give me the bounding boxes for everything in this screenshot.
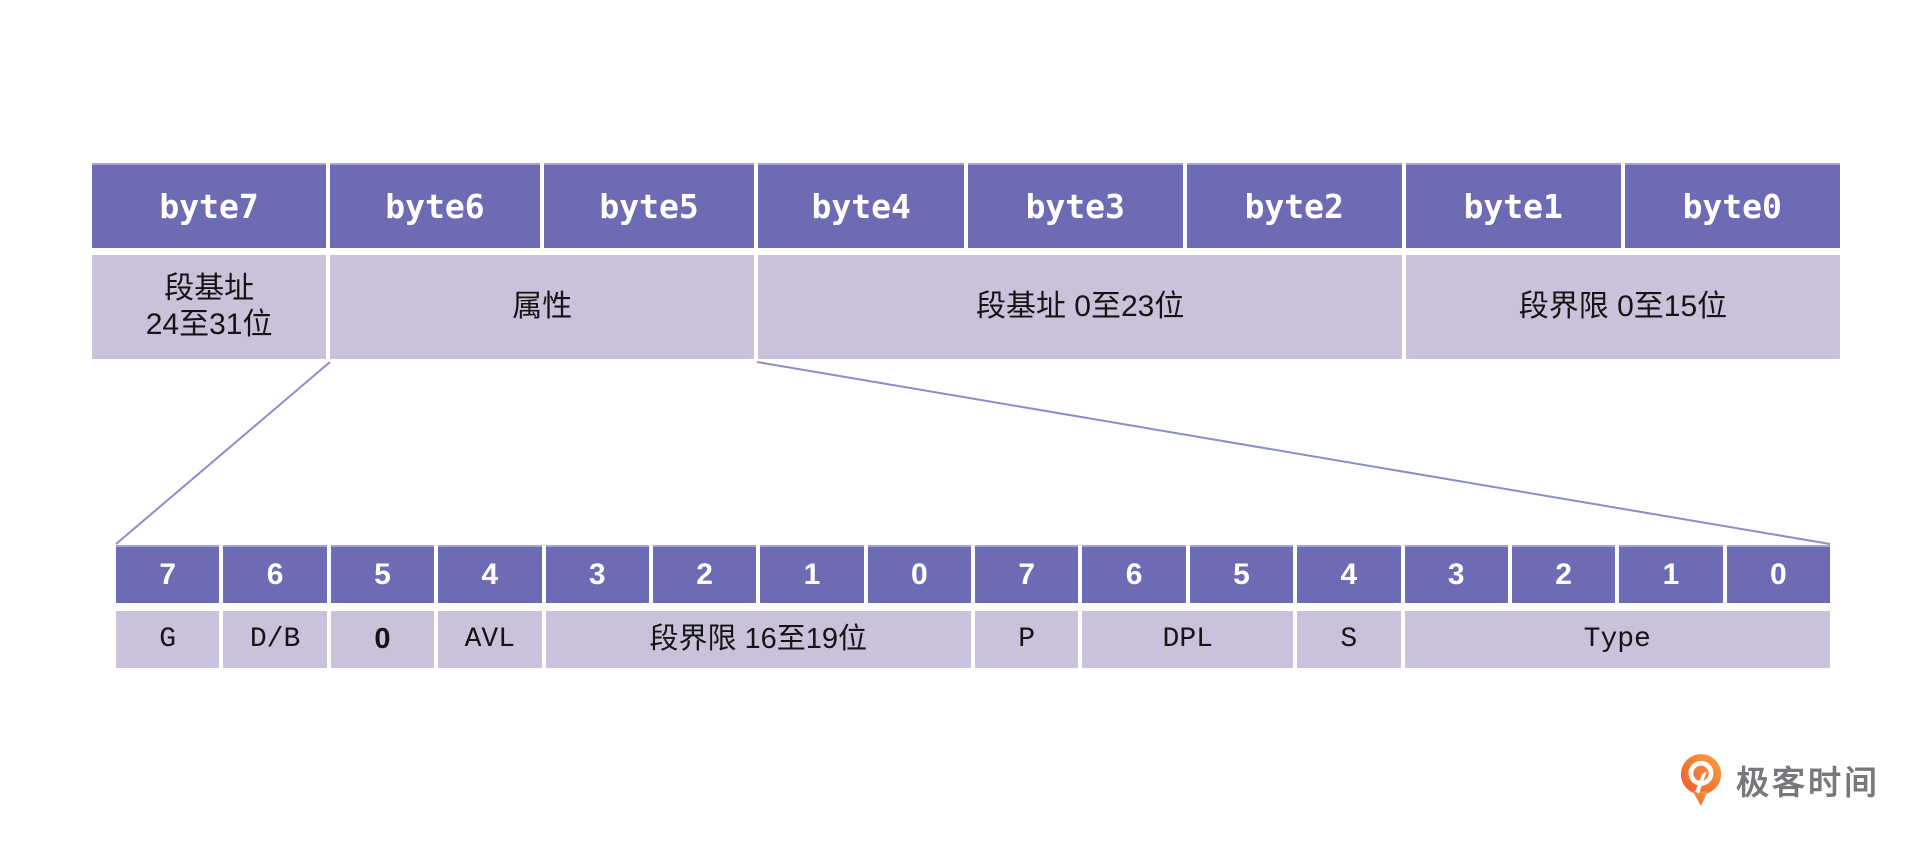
connector-line-right	[756, 361, 1831, 545]
geektime-logo-icon	[1680, 754, 1722, 806]
byte-header-1: byte1	[1405, 163, 1621, 248]
attribute-bit-table: 7 6 5 4 3 2 1 0 7 6 5 4 3 2 1 0 G D/B 0 …	[116, 545, 1830, 668]
geektime-logo: 极客时间	[1678, 752, 1880, 808]
bit-header: 3	[545, 545, 649, 603]
connector-line-left	[115, 361, 331, 545]
byte-header-4: byte4	[758, 163, 964, 248]
bit-header: 5	[330, 545, 435, 603]
byte-header-6: byte6	[330, 163, 540, 248]
byte-header-7: byte7	[92, 163, 327, 248]
byte-table: byte7 byte6 byte5 byte4 byte3 byte2 byte…	[92, 163, 1840, 359]
bit-header: 6	[1082, 545, 1186, 603]
bit-header: 0	[867, 545, 971, 603]
bit-header: 6	[223, 545, 327, 603]
byte-header-0: byte0	[1624, 163, 1840, 248]
field-segment-base-0-23: 段基址 0至23位	[758, 255, 1402, 359]
bit-field-g: G	[116, 611, 220, 668]
byte-header-5: byte5	[543, 163, 755, 248]
bit-field-zero: 0	[330, 611, 435, 668]
bit-field-avl: AVL	[438, 611, 542, 668]
bit-field-p: P	[975, 611, 1079, 668]
field-attributes: 属性	[330, 255, 755, 359]
bit-field-type: Type	[1404, 611, 1830, 668]
bit-header: 1	[1619, 545, 1723, 603]
field-segment-limit-0-15: 段界限 0至15位	[1405, 255, 1840, 359]
byte-header-2: byte2	[1186, 163, 1402, 248]
bit-header: 5	[1189, 545, 1294, 603]
geektime-logo-text: 极客时间	[1736, 764, 1880, 801]
bit-header: 4	[438, 545, 542, 603]
bit-header: 4	[1297, 545, 1401, 603]
bit-header: 7	[116, 545, 220, 603]
bit-header: 1	[760, 545, 864, 603]
bit-field-dpl: DPL	[1082, 611, 1294, 668]
bit-field-limit-16-19: 段界限 16至19位	[545, 611, 971, 668]
byte-header-3: byte3	[967, 163, 1183, 248]
bit-header: 2	[652, 545, 757, 603]
bit-header: 3	[1404, 545, 1508, 603]
bit-header: 2	[1511, 545, 1616, 603]
field-segment-base-24-31: 段基址 24至31位	[92, 255, 327, 359]
bit-header: 0	[1726, 545, 1830, 603]
bit-field-s: S	[1297, 611, 1401, 668]
bit-field-db: D/B	[223, 611, 327, 668]
bit-header: 7	[975, 545, 1079, 603]
